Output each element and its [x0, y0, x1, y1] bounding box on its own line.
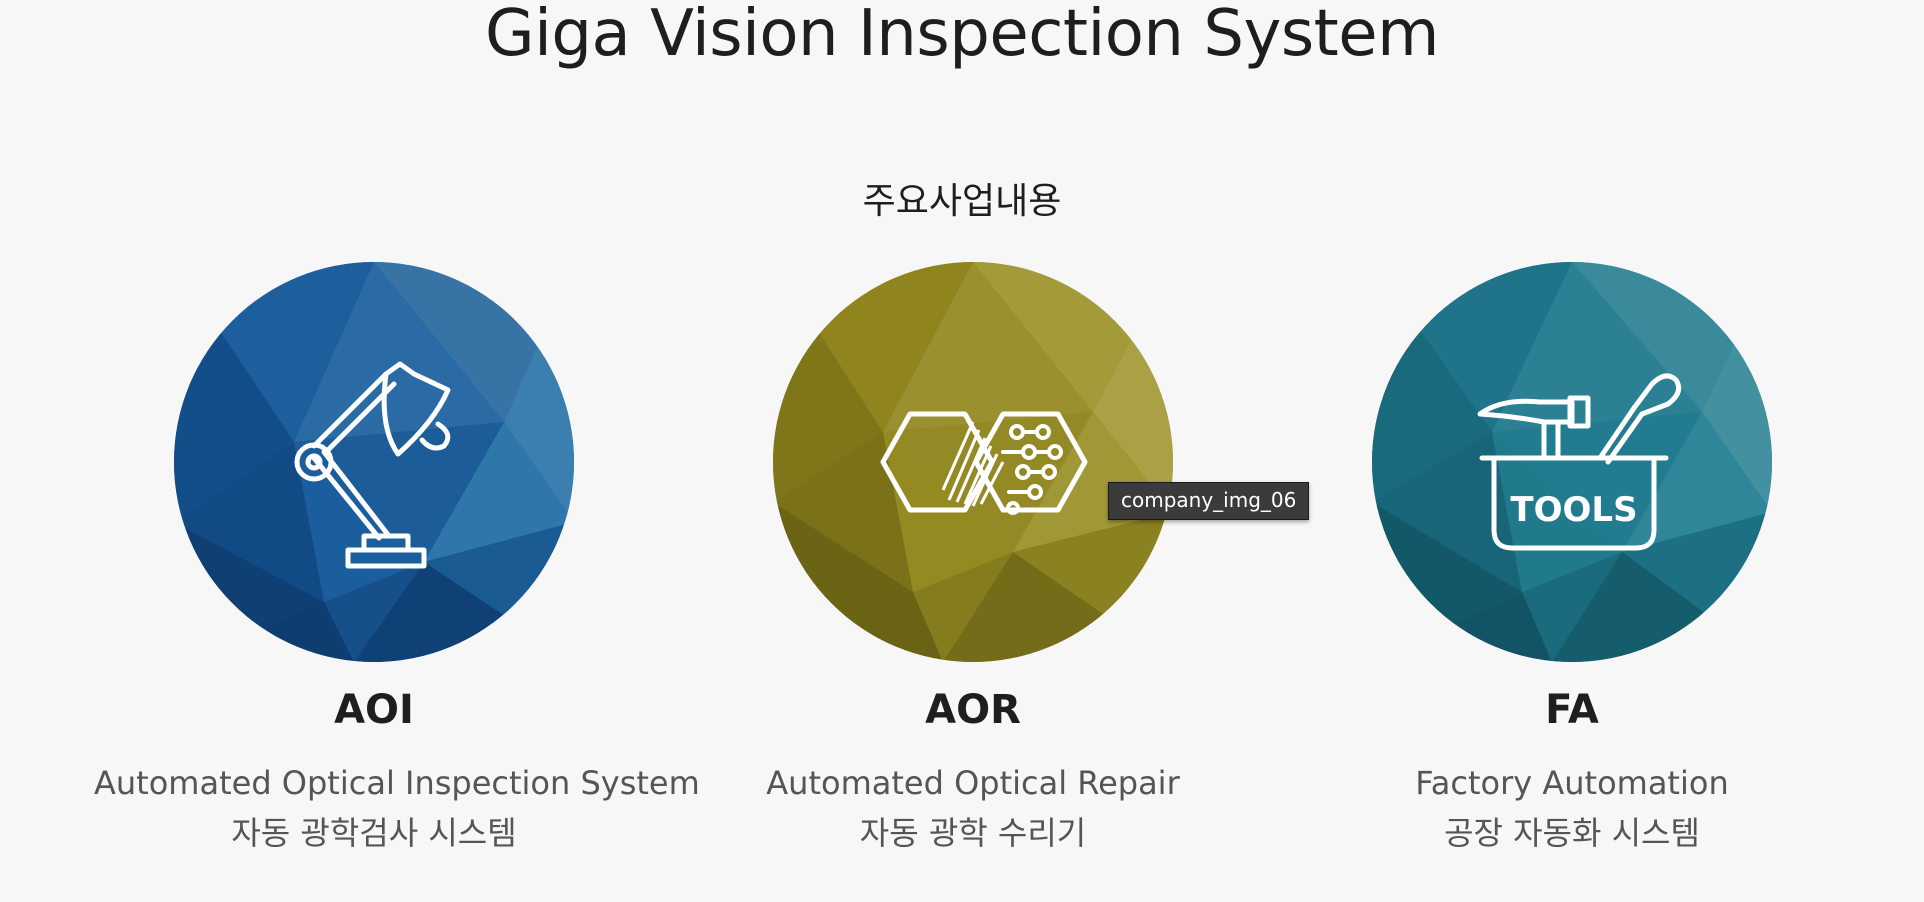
- aoi-facet-background: [174, 262, 574, 662]
- card-desc-ko-aoi: 자동 광학검사 시스템: [231, 814, 517, 852]
- card-description-fa: Factory Automation 공장 자동화 시스템: [1292, 758, 1852, 858]
- section-title: 주요사업내용: [862, 181, 1062, 222]
- page-title: Giga Vision Inspection System: [485, 0, 1439, 71]
- aor-image[interactable]: [773, 262, 1173, 662]
- card-title-aoi: AOI: [334, 687, 414, 733]
- fa-facet-background: [1372, 262, 1772, 662]
- card-desc-ko-fa: 공장 자동화 시스템: [1444, 814, 1700, 852]
- card-title-aor: AOR: [925, 687, 1021, 733]
- card-desc-en-aoi: Automated Optical Inspection System: [94, 764, 700, 802]
- card-aoi[interactable]: AOI Automated Optical Inspection System …: [94, 262, 700, 862]
- card-desc-en-fa: Factory Automation: [1415, 764, 1729, 802]
- card-description-aor: Automated Optical Repair 자동 광학 수리기: [693, 758, 1253, 858]
- card-title-fa: FA: [1545, 687, 1599, 733]
- aoi-image[interactable]: [174, 262, 574, 662]
- card-desc-ko-aor: 자동 광학 수리기: [859, 814, 1087, 852]
- image-tooltip: company_img_06: [1108, 482, 1310, 520]
- card-fa[interactable]: TOOLS FA Factory Automation 공장 자동화 시스템: [1292, 262, 1852, 862]
- hexagon-circuit-icon: [880, 411, 1088, 515]
- card-desc-en-aor: Automated Optical Repair: [766, 764, 1180, 802]
- card-description-aoi: Automated Optical Inspection System 자동 광…: [94, 758, 700, 858]
- toolbox-icon: TOOLS: [1477, 373, 1682, 551]
- tools-label: TOOLS: [1510, 490, 1637, 530]
- fa-image[interactable]: TOOLS: [1372, 262, 1772, 662]
- desk-lamp-icon: [294, 361, 451, 569]
- card-aor[interactable]: AOR Automated Optical Repair 자동 광학 수리기: [693, 262, 1253, 862]
